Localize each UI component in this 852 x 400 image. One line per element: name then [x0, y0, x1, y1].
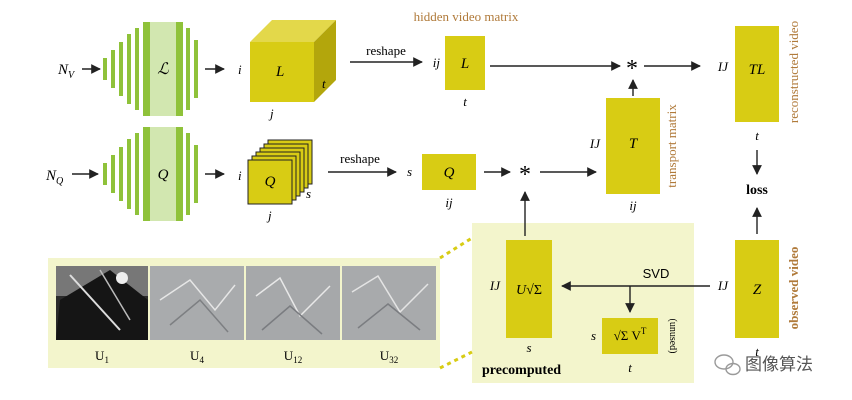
matrix-sv-col: t	[628, 360, 632, 375]
matrix-u-row: IJ	[489, 278, 501, 293]
unused-label: (unused)	[667, 319, 678, 354]
matrix-q-row: s	[407, 164, 412, 179]
panel-connector-top	[439, 236, 473, 260]
thumb-u1-label: U1	[95, 348, 109, 365]
hidden-video-title: hidden video matrix	[414, 9, 519, 24]
thumb-u12	[246, 266, 340, 340]
wechat-icon	[714, 354, 741, 376]
matrix-tl	[735, 26, 779, 122]
matrix-sv-row: s	[591, 328, 596, 343]
thumb-u32-label: U32	[380, 348, 398, 365]
matrix-t-col: ij	[629, 198, 637, 213]
matrix-tl-row: IJ	[717, 59, 729, 74]
matrix-u-label: U√Σ	[516, 283, 542, 298]
tensor-l-i: i	[238, 62, 242, 77]
tensor-l-t: t	[322, 76, 326, 91]
matrix-u-col: s	[526, 340, 531, 355]
net-l-label: ℒ	[157, 61, 169, 78]
reshape-mid-label: reshape	[340, 151, 380, 166]
tensor-q-s: s	[306, 186, 311, 201]
precomputed-label: precomputed	[482, 363, 561, 378]
tensor-l-j: j	[268, 106, 274, 121]
network-q	[103, 127, 198, 221]
nq-label: NQ	[45, 168, 64, 187]
transport-matrix-label: transport matrix	[664, 104, 679, 188]
network-l	[103, 22, 198, 116]
observed-video-label: observed video	[786, 247, 801, 330]
nv-label: NV	[57, 62, 76, 81]
matrix-z-label: Z	[753, 282, 762, 298]
matrix-l-col: t	[463, 94, 467, 109]
matrix-q-label: Q	[444, 165, 455, 181]
matrix-t-label: T	[629, 136, 639, 152]
watermark-text: 图像算法	[745, 355, 813, 374]
matrix-l-label: L	[460, 56, 469, 72]
net-q-label: Q	[158, 167, 169, 183]
matrix-t	[606, 98, 660, 194]
matrix-tl-col: t	[755, 128, 759, 143]
mult-mid: *	[519, 162, 531, 188]
thumb-u4-label: U4	[190, 348, 204, 365]
thumb-u4	[150, 266, 244, 340]
thumb-u1	[56, 266, 148, 340]
thumb-u32	[342, 266, 436, 340]
matrix-q-col: ij	[445, 195, 453, 210]
tensor-l-label: L	[275, 64, 284, 80]
reconstructed-video-label: reconstructed video	[786, 21, 801, 123]
tensor-l-cube	[250, 20, 336, 102]
matrix-q	[422, 154, 476, 190]
loss-label: loss	[746, 183, 768, 198]
thumb-u12-label: U12	[284, 348, 302, 365]
tensor-q-stack	[247, 139, 313, 205]
matrix-sv-label: √Σ VT	[614, 326, 647, 343]
matrix-z-row: IJ	[717, 278, 729, 293]
matrix-l-row: ij	[433, 55, 441, 70]
panel-connector-bottom	[439, 350, 473, 370]
precomputed-panel	[472, 223, 694, 383]
matrix-z	[735, 240, 779, 338]
tensor-q-j: j	[266, 208, 272, 223]
matrix-l	[445, 36, 485, 90]
matrix-sv	[602, 318, 658, 354]
matrix-tl-label: TL	[749, 62, 766, 78]
matrix-u	[506, 240, 552, 338]
matrix-t-row: IJ	[589, 136, 601, 151]
mult-top: *	[626, 56, 638, 82]
reshape-top-label: reshape	[366, 43, 406, 58]
svd-label: SVD	[643, 266, 670, 281]
tensor-q-i: i	[238, 168, 242, 183]
matrix-z-col: t	[755, 344, 759, 359]
tensor-q-label: Q	[265, 174, 276, 190]
